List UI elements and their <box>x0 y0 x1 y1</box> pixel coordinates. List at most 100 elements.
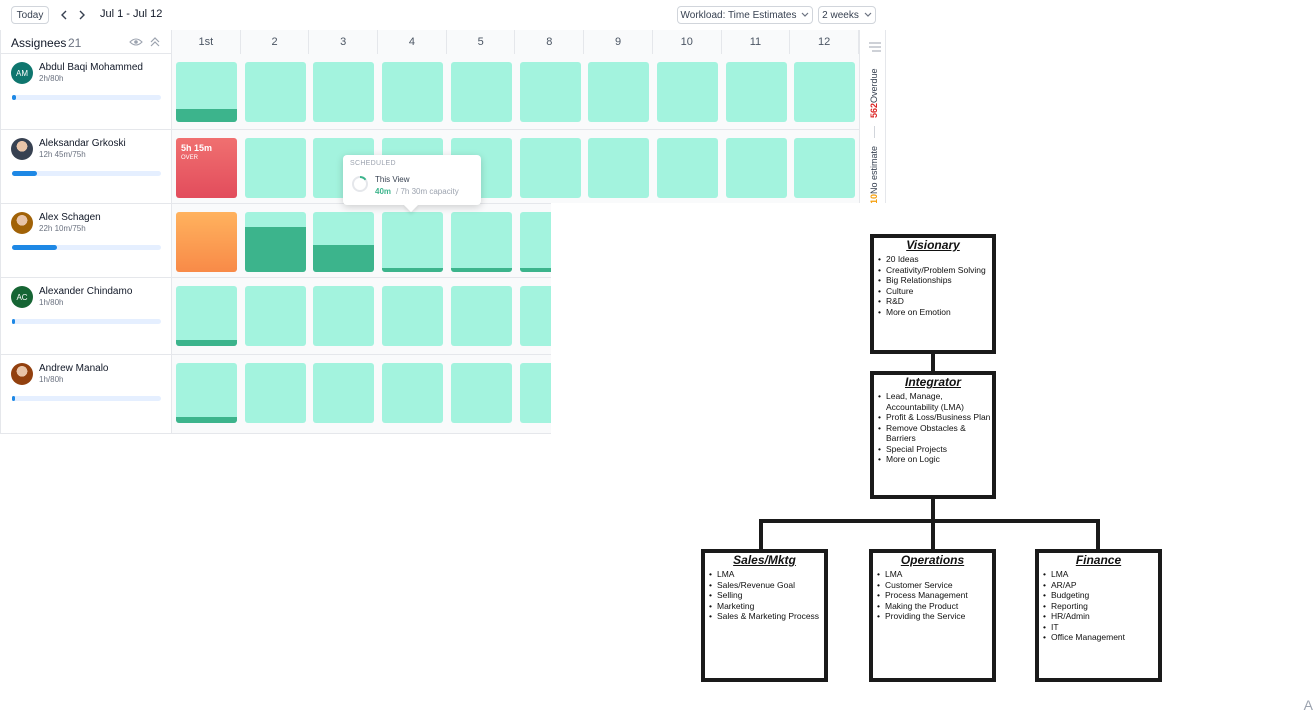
assignee-name: Andrew Manalo <box>39 363 109 374</box>
collapse-all-icon[interactable] <box>149 36 161 48</box>
workload-cell[interactable] <box>519 138 581 198</box>
sales-list: LMASales/Revenue GoalSellingMarketingSal… <box>705 569 824 622</box>
overdue-indicator[interactable]: 562Overdue <box>869 68 879 118</box>
workload-cell[interactable] <box>244 363 306 423</box>
box-title: Sales/Mktg <box>733 553 796 567</box>
connector-line <box>759 519 763 551</box>
tooltip-scheduled-value: 40m <box>375 187 392 196</box>
time-span-select[interactable]: 2 weeks <box>818 6 876 24</box>
list-item: LMA <box>877 569 992 580</box>
tooltip-view-label: This View <box>375 175 410 184</box>
workload-cell[interactable] <box>244 138 306 198</box>
workload-cell[interactable] <box>382 286 444 346</box>
workload-cell[interactable] <box>313 286 375 346</box>
list-item: Lead, Manage, Accountability (LMA) <box>878 391 992 412</box>
menu-lines-icon[interactable] <box>869 42 881 52</box>
capacity-progress-fill <box>12 95 16 100</box>
scheduled-fill <box>519 267 581 272</box>
assignee-title: Assignees <box>11 36 67 50</box>
workload-cell[interactable] <box>244 62 306 122</box>
workload-cell[interactable] <box>382 62 444 122</box>
workload-cell[interactable] <box>313 363 375 423</box>
workload-cell[interactable] <box>725 138 787 198</box>
workload-cell[interactable] <box>588 138 650 198</box>
workload-cell[interactable] <box>313 212 375 272</box>
connector-line <box>931 519 935 551</box>
list-item: Big Relationships <box>878 275 992 286</box>
workload-cell[interactable] <box>176 363 237 423</box>
assignee-name: Abdul Baqi Mohammed <box>39 62 143 73</box>
next-period-button[interactable] <box>75 6 89 24</box>
overdue-count: 562 <box>869 102 879 118</box>
integrator-list: Lead, Manage, Accountability (LMA)Profit… <box>874 391 992 465</box>
scheduled-fill <box>176 108 237 122</box>
chevron-down-icon <box>802 12 809 17</box>
day-header-cell: 11 <box>722 30 791 54</box>
workload-cell[interactable] <box>794 138 856 198</box>
operations-box: Operations LMACustomer ServiceProcess Ma… <box>869 549 996 682</box>
list-item: Budgeting <box>1043 590 1158 601</box>
list-item: LMA <box>709 569 824 580</box>
box-title: Finance <box>1075 553 1122 567</box>
overdue-label: Overdue <box>869 68 879 103</box>
list-item: Office Management <box>1043 632 1158 643</box>
workload-cell[interactable] <box>450 62 512 122</box>
no-estimate-indicator[interactable]: 10No estimate <box>869 146 879 204</box>
workload-cell[interactable] <box>176 212 237 272</box>
chevron-left-icon <box>61 10 67 20</box>
workload-cell[interactable] <box>794 62 856 122</box>
workload-cell[interactable] <box>244 212 306 272</box>
scheduled-fill <box>244 227 306 272</box>
workload-cell[interactable] <box>725 62 787 122</box>
list-item: Creativity/Problem Solving <box>878 265 992 276</box>
eye-icon[interactable] <box>129 36 143 48</box>
today-button[interactable]: Today <box>11 6 49 24</box>
workload-cell[interactable] <box>656 138 718 198</box>
workload-cell[interactable] <box>656 62 718 122</box>
workload-cell[interactable] <box>450 212 512 272</box>
workload-cell[interactable] <box>588 62 650 122</box>
workload-type-select[interactable]: Workload: Time Estimates <box>677 6 813 24</box>
avatar <box>11 212 33 234</box>
workload-cell[interactable] <box>176 286 237 346</box>
no-estimate-label: No estimate <box>869 145 879 194</box>
prev-period-button[interactable] <box>57 6 71 24</box>
workload-cell[interactable] <box>313 62 375 122</box>
chevron-right-icon <box>79 10 85 20</box>
day-header-cell: 2 <box>241 30 310 54</box>
workload-cell[interactable] <box>382 363 444 423</box>
workload-cell[interactable] <box>176 62 237 122</box>
capacity-progress-bar <box>12 95 161 100</box>
workload-type-label: Workload: Time Estimates <box>680 9 797 21</box>
day-header-cell: 4 <box>378 30 447 54</box>
capacity-progress-bar <box>12 245 161 250</box>
list-item: Providing the Service <box>877 611 992 622</box>
list-item: Culture <box>878 286 992 297</box>
workload-cell[interactable] <box>450 363 512 423</box>
scheduled-fill <box>176 340 237 346</box>
date-range-label: Jul 1 - Jul 12 <box>100 8 163 20</box>
workload-cell[interactable] <box>519 62 581 122</box>
workload-cell[interactable] <box>382 212 444 272</box>
workload-cell[interactable] <box>450 286 512 346</box>
assignee-column-header: Assignees 21 <box>1 30 172 54</box>
list-item: Customer Service <box>877 580 992 591</box>
assignee-name: Aleksandar Grkoski <box>39 138 126 149</box>
connector-line <box>759 519 1100 523</box>
chevron-down-icon <box>864 12 872 17</box>
day-header-cell: 3 <box>309 30 379 54</box>
day-header-cell: 12 <box>790 30 859 54</box>
workload-cell[interactable] <box>244 286 306 346</box>
assignee-hours: 12h 45m/75h <box>39 150 86 159</box>
list-item: AR/AP <box>1043 580 1158 591</box>
integrator-box: Integrator Lead, Manage, Accountability … <box>870 371 996 499</box>
list-item: IT <box>1043 622 1158 633</box>
